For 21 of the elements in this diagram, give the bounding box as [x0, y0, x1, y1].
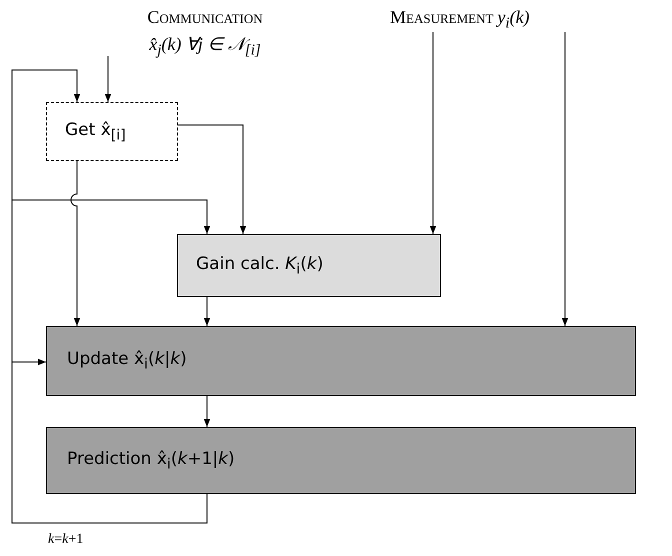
process-box — [177, 234, 441, 297]
box-label: Get x̂$_{[i]}$ — [65, 120, 126, 144]
box-label: Prediction x̂$_{i}$(k+1|k) — [67, 448, 235, 472]
arrow — [12, 358, 208, 524]
arrow — [204, 296, 210, 326]
arrow — [70, 160, 80, 326]
arrow — [178, 124, 246, 234]
arrow — [204, 396, 210, 428]
arrow — [430, 32, 436, 234]
process-box — [46, 102, 178, 161]
input-label: Communication — [147, 6, 263, 28]
math-expression: y$_{i}$(k) — [497, 6, 530, 34]
box-label: Update x̂$_{i}$(k|k) — [67, 349, 187, 373]
process-box — [46, 326, 636, 396]
input-label: Measurement — [390, 6, 494, 28]
loop-label: k=k+1 — [48, 532, 84, 548]
arrow — [562, 32, 568, 326]
arrow — [104, 56, 112, 102]
process-box — [46, 427, 636, 494]
box-label: Gain calc. K$_{i}$(k) — [196, 254, 324, 278]
math-expression: x̂$_{j}$(k) ∀j ∈ 𝒩$_{[i]}$ — [149, 32, 261, 60]
